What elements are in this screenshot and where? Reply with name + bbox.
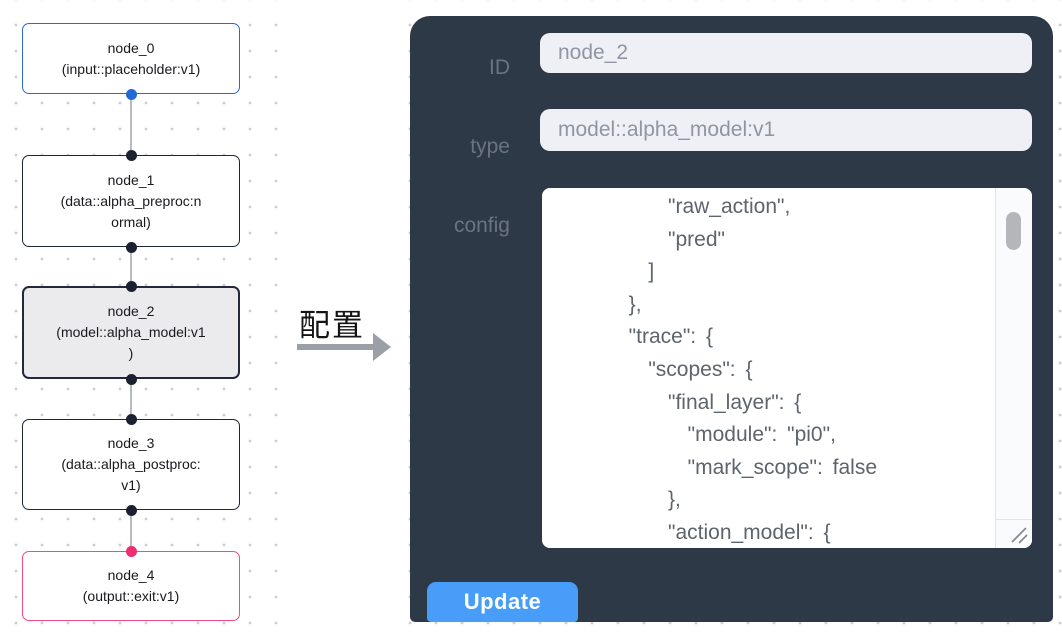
config-label: config: [453, 214, 510, 237]
port[interactable]: [125, 545, 137, 557]
id-label: ID: [489, 56, 510, 79]
edge: [130, 510, 132, 551]
type-input[interactable]: [540, 109, 1032, 151]
node-subtitle: (data::alpha_preproc:n ormal): [60, 192, 202, 230]
port[interactable]: [125, 413, 137, 425]
port[interactable]: [125, 373, 137, 385]
port[interactable]: [125, 241, 137, 253]
scrollbar-thumb[interactable]: [1006, 212, 1021, 250]
edge: [130, 94, 132, 155]
edge: [130, 379, 132, 419]
graph-layer: node_0(input::placeholder:v1)node_1(data…: [0, 0, 278, 643]
node-4[interactable]: node_4(output::exit:v1): [22, 551, 240, 621]
port[interactable]: [125, 149, 137, 161]
port[interactable]: [125, 280, 137, 292]
update-button[interactable]: Update: [427, 582, 578, 622]
node-title: node_0: [107, 39, 155, 56]
node-title: node_2: [107, 303, 155, 319]
type-label: type: [470, 135, 510, 158]
edge: [130, 247, 132, 286]
node-subtitle: (input::placeholder:v1): [61, 60, 201, 77]
right-arrow-icon: [297, 344, 373, 350]
right-arrow-head-icon: [373, 333, 391, 361]
config-panel: ID type config "raw_action", "pred" ] },…: [410, 16, 1053, 622]
node-title: node_3: [107, 435, 155, 451]
resize-handle-icon[interactable]: [1008, 524, 1030, 546]
resize-cell: [996, 519, 1032, 548]
config-textarea[interactable]: "raw_action", "pred" ] }, "trace": { "sc…: [542, 188, 1032, 548]
port[interactable]: [125, 88, 137, 100]
config-scrollbar[interactable]: [995, 188, 1032, 548]
id-input[interactable]: [540, 33, 1032, 73]
config-json[interactable]: "raw_action", "pred" ] }, "trace": { "sc…: [628, 195, 878, 544]
node-title: node_1: [107, 171, 155, 188]
configure-annotation: 配置: [299, 308, 365, 343]
node-0[interactable]: node_0(input::placeholder:v1): [22, 23, 240, 94]
node-subtitle: (output::exit:v1): [82, 588, 180, 604]
node-title: node_4: [107, 567, 155, 583]
port[interactable]: [125, 504, 137, 516]
node-3[interactable]: node_3(data::alpha_postproc: v1): [22, 419, 240, 510]
node-1[interactable]: node_1(data::alpha_preproc:n ormal): [22, 155, 240, 247]
node-2[interactable]: node_2(model::alpha_model:v1 ): [22, 286, 240, 379]
node-subtitle: (data::alpha_postproc: v1): [61, 456, 201, 493]
node-subtitle: (model::alpha_model:v1 ): [56, 324, 206, 361]
